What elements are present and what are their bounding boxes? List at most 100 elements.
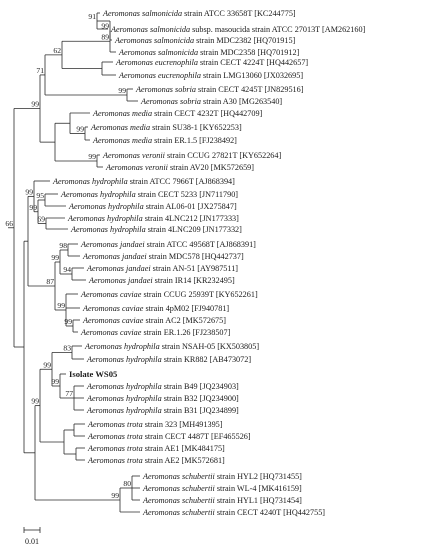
bootstrap-value-22: 77 [65, 389, 73, 398]
leaf-species: Aeromonas caviae [80, 290, 142, 299]
bootstrap-value-13: 69 [37, 215, 45, 224]
leaf-species: Aeromonas hydrophila [67, 214, 143, 223]
leaf-strain: strain CCUG 27821T [KY652264] [165, 151, 282, 160]
leaf-strain: strain CCUG 25939T [KY652261] [141, 290, 258, 299]
leaf-label-19: Aeromonas jandaei strain ATCC 49568T [AJ… [80, 240, 256, 249]
scale-bar: 0.01 [23, 527, 41, 546]
leaf-species: Aeromonas trota [87, 456, 143, 465]
leaf-species: Aeromonas hydrophila [52, 177, 128, 186]
leaf-label-6: Aeromonas eucrenophila strain LMG13060 [… [118, 71, 303, 80]
leaf-label-8: Aeromonas sobria strain A30 [MG263540] [140, 97, 282, 106]
leaf-species: Aeromonas trota [87, 420, 143, 429]
leaf-label-38: Aeromonas schubertii strain WL-4 [MK4161… [142, 484, 302, 493]
leaf-strain: strain MDC578 [HQ442737] [147, 252, 244, 261]
leaf-label-16: Aeromonas hydrophila strain AL06-01 [JX2… [68, 202, 237, 211]
leaf-label-9: Aeromonas media strain CECT 4232T [HQ442… [92, 109, 263, 118]
leaf-label-26: Aeromonas caviae strain ER.1.26 [FJ23850… [80, 328, 231, 337]
leaf-label-13: Aeromonas veronii strain AV20 [MK572659] [105, 163, 254, 172]
leaf-strain: subsp. masoucida strain ATCC 27013T [AM2… [190, 25, 365, 34]
leaf-label-27: Aeromonas hydrophila strain NSAH-05 [KX5… [84, 342, 259, 351]
leaf-strain: strain MDC2382 [HQ701915] [194, 36, 295, 45]
leaf-label-31: Aeromonas hydrophila strain B32 [JQ23490… [86, 394, 239, 403]
leaf-strain: strain CECT 4245T [JN829516] [196, 85, 304, 94]
bootstrap-value-7: 99 [76, 125, 84, 134]
leaf-label-17: Aeromonas hydrophila strain 4LNC212 [JN1… [67, 214, 239, 223]
leaf-strain: strain WL-4 [MK416159] [215, 484, 302, 493]
bootstrap-value-26: 99 [111, 491, 119, 500]
bootstrap-value-21: 99 [51, 377, 59, 386]
bootstrap-value-15: 94 [63, 265, 71, 274]
leaf-label-24: Aeromonas caviae strain 4pM02 [FJ940781] [82, 304, 229, 313]
leaf-strain: strain B31 [JQ234899] [162, 406, 239, 415]
leaf-label-18: Aeromonas hydrophila strain 4LNC209 [JN1… [70, 225, 242, 234]
leaf-species: Aeromonas caviae [80, 328, 142, 337]
leaf-species: Aeromonas caviae [82, 304, 144, 313]
leaf-label-40: Aeromonas schubertii strain CECT 4240T [… [142, 508, 325, 517]
leaf-label-25: Aeromonas caviae strain AC2 [MK572675] [82, 316, 226, 325]
leaf-strain: strain ER.1.5 [FJ238492] [152, 136, 237, 145]
leaf-strain: strain B32 [JQ234900] [162, 394, 239, 403]
leaf-strain: strain CECT 5233 [JN711790] [136, 190, 239, 199]
leaf-strain: strain MDC2358 [HQ701912] [198, 48, 299, 57]
leaf-label-3: Aeromonas salmonicida strain MDC2382 [HQ… [114, 36, 296, 45]
leaf-label-12: Aeromonas veronii strain CCUG 27821T [KY… [102, 151, 281, 160]
leaf-species: Aeromonas hydrophila [86, 406, 162, 415]
leaf-strain: strain 4LNC209 [JN177332] [146, 225, 242, 234]
leaf-label-14: Aeromonas hydrophila strain ATCC 7966T [… [52, 177, 235, 186]
leaf-species: Aeromonas sobria [140, 97, 201, 106]
leaf-label-1: Aeromonas salmonicida strain ATCC 33658T… [102, 9, 296, 18]
leaf-strain: strain ATCC 7966T [AJ868394] [128, 177, 235, 186]
leaf-species: Aeromonas media [90, 123, 150, 132]
leaf-label-23: Aeromonas caviae strain CCUG 25939T [KY6… [80, 290, 258, 299]
leaf-species: Aeromonas veronii [105, 163, 169, 172]
leaf-strain: strain CECT 4487T [EF465526] [143, 432, 251, 441]
leaf-strain: strain CECT 4240T [HQ442755] [215, 508, 325, 517]
leaf-species: Aeromonas hydrophila [68, 202, 144, 211]
leaf-species: Aeromonas jandaei [88, 276, 153, 285]
leaf-labels: Aeromonas salmonicida strain ATCC 33658T… [52, 9, 366, 517]
leaf-label-37: Aeromonas schubertii strain HYL2 [HQ7314… [142, 472, 302, 481]
leaf-species: Aeromonas jandaei [80, 240, 145, 249]
leaf-strain: strain IR14 [KR232495] [153, 276, 235, 285]
leaf-species: Aeromonas jandaei [86, 264, 151, 273]
leaf-label-30: Aeromonas hydrophila strain B49 [JQ23490… [86, 382, 239, 391]
leaf-strain: strain B49 [JQ234903] [162, 382, 239, 391]
bootstrap-value-19: 87 [46, 277, 54, 286]
bootstrap-value-1: 91 [88, 12, 96, 21]
leaf-strain: strain CECT 4232T [HQ442709] [152, 109, 262, 118]
leaf-species: Aeromonas salmonicida [102, 9, 182, 18]
leaf-strain: strain AE2 [MK572681] [143, 456, 225, 465]
leaf-label-39: Aeromonas schubertii strain HYL1 [HQ7314… [142, 496, 302, 505]
leaf-strain: strain 323 [MH491395] [143, 420, 223, 429]
leaf-species: Aeromonas hydrophila [60, 190, 136, 199]
leaf-species: Aeromonas hydrophila [86, 382, 162, 391]
leaf-label-29: Isolate WS05 [69, 369, 117, 379]
bootstrap-value-27: 66 [5, 219, 13, 228]
leaf-species: Aeromonas sobria [135, 85, 196, 94]
leaf-species: Aeromonas trota [87, 444, 143, 453]
bootstrap-value-5: 99 [118, 86, 126, 95]
bootstrap-value-6: 71 [36, 66, 44, 75]
bootstrap-value-10: 99 [25, 187, 33, 196]
leaf-label-11: Aeromonas media strain ER.1.5 [FJ238492] [92, 136, 237, 145]
leaf-label-7: Aeromonas sobria strain CECT 4245T [JN82… [135, 85, 304, 94]
leaf-species: Aeromonas media [92, 109, 152, 118]
bootstrap-value-14: 98 [59, 241, 67, 250]
bootstrap-value-11: 99 [29, 203, 37, 212]
leaf-label-33: Aeromonas trota strain 323 [MH491395] [87, 420, 223, 429]
leaf-label-22: Aeromonas jandaei strain IR14 [KR232495] [88, 276, 235, 285]
bootstrap-value-8: 99 [88, 152, 96, 161]
bootstrap-value-2: 99 [101, 22, 109, 31]
leaf-label-36: Aeromonas trota strain AE2 [MK572681] [87, 456, 225, 465]
leaf-strain: strain KR882 [AB473072] [162, 355, 252, 364]
leaf-species: Aeromonas schubertii [142, 496, 216, 505]
leaf-species: Aeromonas hydrophila [86, 394, 162, 403]
leaf-strain: Isolate WS05 [69, 369, 117, 379]
leaf-strain: strain 4LNC212 [JN177333] [143, 214, 239, 223]
tree-branches [8, 12, 140, 513]
leaf-species: Aeromonas salmonicida [118, 48, 198, 57]
leaf-species: Aeromonas caviae [82, 316, 144, 325]
leaf-species: Aeromonas hydrophila [70, 225, 146, 234]
leaf-strain: strain HYL1 [HQ731454] [215, 496, 302, 505]
